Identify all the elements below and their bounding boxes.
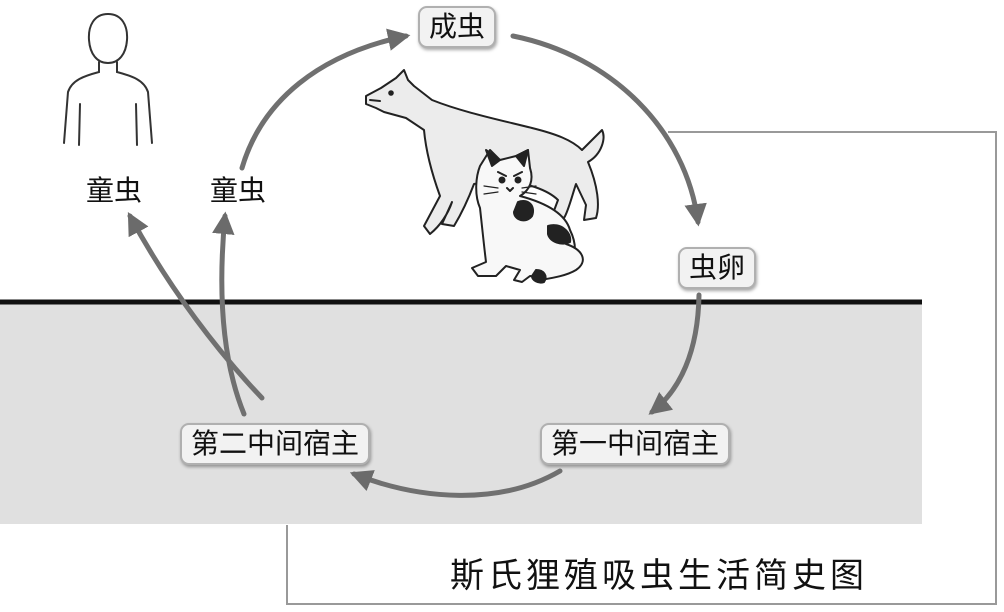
arrow-first-host-to-second-host [349, 468, 563, 498]
arrow-adult-to-egg [510, 33, 707, 227]
cat-icon [471, 149, 584, 284]
stage-larva-right: 童虫 [210, 174, 267, 207]
stage-adult: 成虫 [418, 6, 497, 48]
arrow-second-host-to-left-larva [127, 212, 265, 401]
underground-area [0, 302, 922, 524]
human-figure-icon [63, 12, 153, 146]
caption-frame [286, 131, 997, 605]
diagram-caption: 斯氏狸殖吸虫生活简史图 [450, 556, 868, 596]
arrow-second-host-to-right-larva [212, 211, 247, 417]
stage-second-intermediate-host: 第二中间宿主 [180, 423, 371, 465]
dog-icon [365, 69, 605, 235]
arrow-egg-to-first-host [648, 292, 702, 415]
stage-larva-left: 童虫 [86, 174, 143, 207]
stage-first-intermediate-host: 第一中间宿主 [540, 423, 731, 465]
arrow-larva-to-adult [239, 28, 411, 171]
stage-egg: 虫卵 [678, 247, 757, 289]
